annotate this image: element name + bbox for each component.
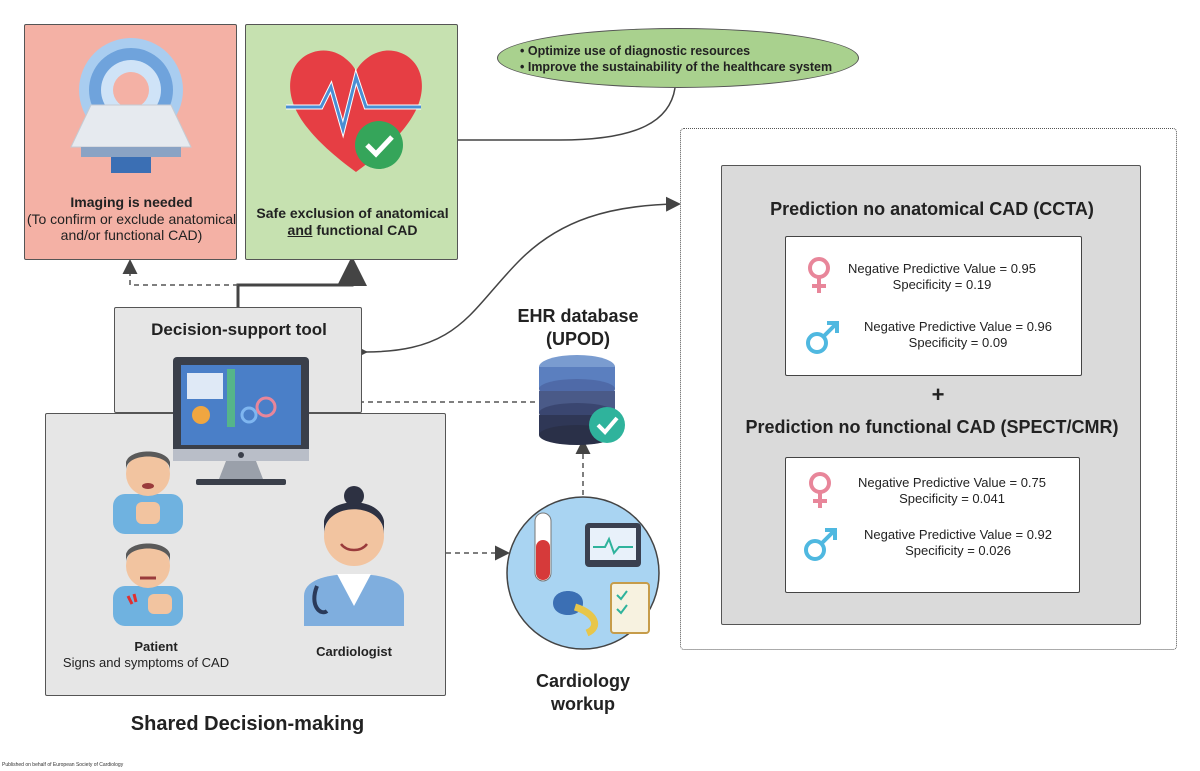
workup-title-2: workup	[550, 694, 615, 714]
ehr-title-2: (UPOD)	[546, 329, 610, 349]
ct-scanner-icon	[70, 38, 192, 173]
female-symbol-icon	[809, 472, 831, 508]
anatomical-female-spec: Specificity = 0.19	[892, 277, 992, 292]
anatomical-metrics-box: Negative Predictive Value = 0.95 Specifi…	[785, 236, 1082, 376]
database-icon	[539, 355, 625, 445]
patient-sublabel: Signs and symptoms of CAD	[62, 655, 230, 670]
cardiologist-label: Cardiologist	[316, 644, 392, 659]
male-symbol-icon	[804, 528, 837, 561]
safe-line-2-rest: functional CAD	[312, 222, 418, 238]
cardiologist-icon	[304, 486, 404, 626]
anatomical-male-npv: Negative Predictive Value = 0.96	[863, 319, 1052, 334]
tool-to-safe-line	[236, 256, 367, 307]
male-symbol-icon	[806, 321, 839, 354]
heart-check-icon	[286, 50, 422, 172]
anatomical-male-spec: Specificity = 0.09	[908, 335, 1008, 350]
imaging-subtitle-1: (To confirm or exclude anatomical	[26, 211, 237, 227]
imaging-subtitle-2: and/or functional CAD)	[60, 227, 203, 243]
shared-decision-title: Shared Decision-making	[130, 713, 365, 735]
patient-chest-pain-icon	[113, 543, 183, 626]
prediction-panel: Prediction no anatomical CAD (CCTA) Nega…	[721, 165, 1141, 625]
functional-female-spec: Specificity = 0.041	[899, 491, 1005, 506]
tool-prediction-link	[352, 196, 681, 360]
goal-item-1: • Optimize use of diagnostic resources	[520, 44, 751, 58]
anatomical-female-npv: Negative Predictive Value = 0.95	[847, 261, 1036, 276]
goals-bubble: • Optimize use of diagnostic resources •…	[497, 28, 859, 88]
safe-exclusion-box: Safe exclusion of anatomical and functio…	[245, 24, 458, 260]
functional-prediction-title: Prediction no functional CAD (SPECT/CMR)	[745, 417, 1119, 437]
female-symbol-icon	[808, 257, 830, 293]
goal-item-2: • Improve the sustainability of the heal…	[520, 60, 833, 74]
anatomical-prediction-title: Prediction no anatomical CAD (CCTA)	[770, 199, 1094, 219]
ehr-title-1: EHR database	[517, 306, 639, 326]
safe-line-2: and functional CAD	[246, 222, 459, 238]
workup-title-1: Cardiology	[535, 671, 630, 691]
safe-line-2-and: and	[287, 222, 313, 238]
footer-note: Published on behalf of European Society …	[2, 762, 124, 768]
safe-line-1: Safe exclusion of anatomical	[256, 205, 449, 221]
functional-male-npv: Negative Predictive Value = 0.92	[863, 527, 1052, 542]
decision-tool-title: Decision-support tool	[151, 320, 327, 339]
cardiology-workup-icon	[506, 496, 660, 650]
patient-label: Patient	[134, 639, 178, 654]
functional-male-spec: Specificity = 0.026	[905, 543, 1011, 558]
plus-sign: +	[931, 382, 945, 407]
imaging-title: Imaging is needed	[70, 194, 193, 210]
computer-monitor-icon	[173, 357, 309, 485]
patient-coughing-icon	[113, 451, 183, 534]
shared-decision-panel: Patient Signs and symptoms of CAD Cardio…	[45, 413, 446, 696]
bubble-connector	[458, 87, 676, 141]
prediction-outer-container	[680, 128, 1177, 650]
imaging-needed-box: Imaging is needed (To confirm or exclude…	[24, 24, 237, 260]
functional-female-npv: Negative Predictive Value = 0.75	[857, 475, 1046, 490]
functional-metrics-box: Negative Predictive Value = 0.75 Specifi…	[785, 457, 1080, 593]
tool-to-imaging-line	[122, 259, 238, 286]
